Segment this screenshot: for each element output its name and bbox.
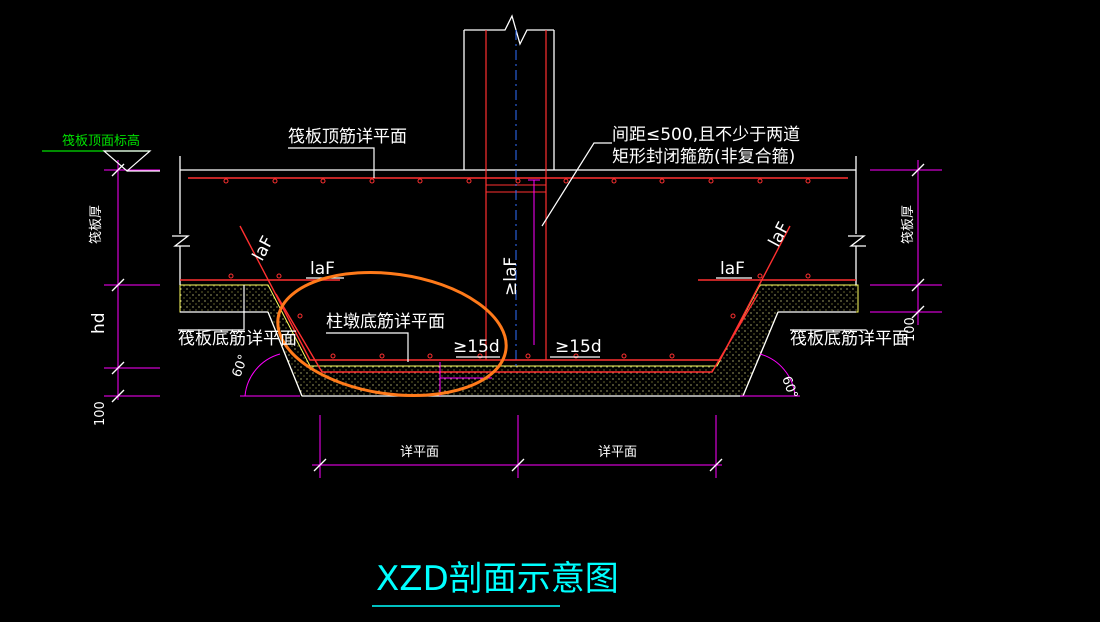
elevation-marker	[42, 150, 160, 172]
lap-left-label: laF	[310, 259, 335, 279]
plan-left-label: 详平面	[400, 445, 439, 460]
highlight-circle	[276, 270, 508, 398]
raft-top-bar-label: 筏板顶筋详平面	[288, 127, 407, 147]
pier-bottom-bar-label: 柱墩底筋详平面	[326, 312, 445, 332]
min-15d-right-label: ≥15d	[555, 337, 602, 357]
lap-right-slant-label: laF	[765, 219, 794, 250]
drawing-title: XZD剖面示意图	[376, 559, 619, 599]
angle-left-label: 60°	[230, 353, 252, 380]
angle-right-label: 60°	[778, 374, 800, 401]
dimension-lines	[104, 160, 942, 478]
rebar-dots	[223, 178, 811, 359]
plan-right-label: 详平面	[598, 445, 637, 460]
spacing-note-2: 矩形封闭箍筋(非复合箍)	[612, 147, 795, 167]
rebar	[180, 177, 856, 373]
raft-thickness-left: 筏板厚	[88, 205, 104, 244]
raft-bottom-bar-left-label: 筏板底筋详平面	[178, 329, 297, 349]
dim-100-right-label: 100	[903, 317, 918, 342]
raft-bottom-bar-right-label: 筏板底筋详平面	[790, 329, 909, 349]
column	[463, 14, 555, 370]
min-15d-left-label: ≥15d	[453, 337, 500, 357]
lap-right-label: laF	[720, 259, 745, 279]
hd-label: hd	[89, 312, 109, 334]
raft-thickness-right: 筏板厚	[900, 205, 916, 244]
spacing-note-1: 间距≤500,且不少于两道	[612, 125, 800, 145]
dim-100-left-label: 100	[93, 401, 108, 426]
leader-lines	[178, 142, 866, 362]
raft-top-elevation-label: 筏板顶面标高	[62, 133, 140, 149]
lap-left-slant-label: laF	[249, 233, 278, 264]
column-anchor-label: ≥laF	[501, 257, 521, 296]
concrete-outline	[172, 156, 866, 397]
